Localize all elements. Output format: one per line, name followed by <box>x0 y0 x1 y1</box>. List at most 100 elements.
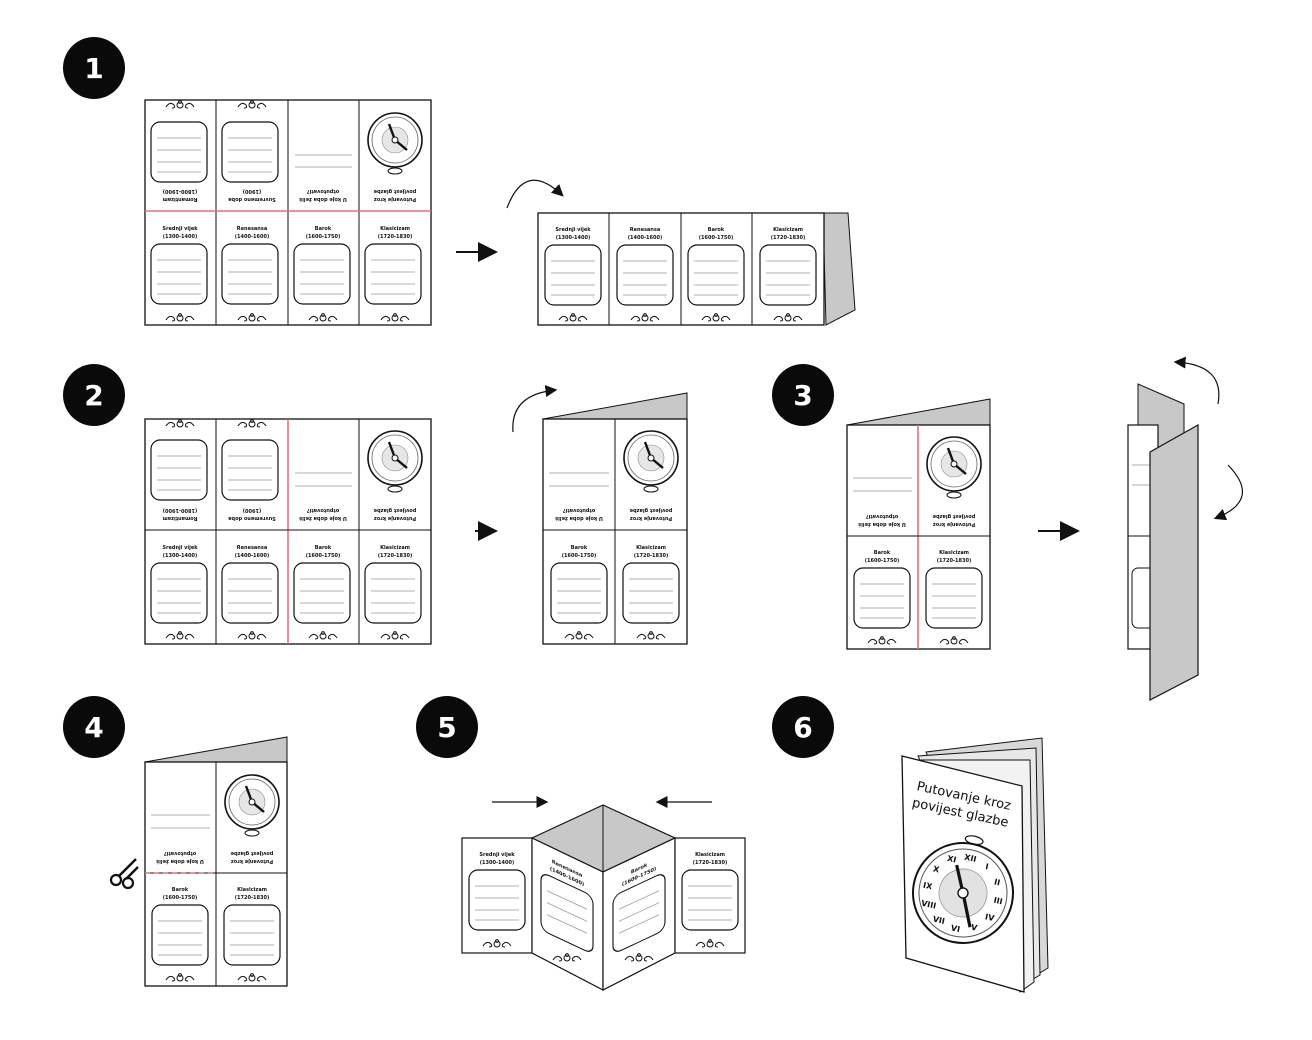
step-number: 4 <box>84 710 104 744</box>
clock-numeral: IX <box>922 881 934 892</box>
panel-label: Barok <box>571 545 588 551</box>
clock-numeral: III <box>993 896 1004 907</box>
panel-label: (1900) <box>243 507 262 513</box>
panel-label: Putovanje kroz <box>374 515 416 521</box>
panel-label: Klasicizam <box>939 550 969 556</box>
fold-arrow <box>512 385 558 433</box>
panel-label: (1720-1830) <box>378 234 412 240</box>
step-number: 5 <box>437 710 457 744</box>
clock-numeral: IV <box>984 912 996 923</box>
step-number: 3 <box>793 378 813 412</box>
panel-label: U koje doba želiš <box>299 196 347 203</box>
panel-label: Barok <box>315 545 332 551</box>
panel-label: (1300-1400) <box>163 553 197 559</box>
step-badge-5: 5 <box>416 696 478 758</box>
panel-label: (1720-1830) <box>937 558 971 564</box>
panel-label: povijest glazbe <box>230 850 273 856</box>
panel-label: Barok <box>708 227 725 233</box>
panel-label: povijest glazbe <box>629 507 672 513</box>
panel-label: Renesansa <box>237 545 267 551</box>
panel-label: U koje doba želiš <box>555 515 603 522</box>
panel-label: (1400-1600) <box>628 235 662 241</box>
panel-label: U koje doba želiš <box>858 521 906 528</box>
clock-numeral: X <box>932 864 941 874</box>
clock-numeral: II <box>993 877 1001 887</box>
step-badge-3: 3 <box>772 364 834 426</box>
panel-label: otputovati? <box>164 850 197 856</box>
panel-label: Putovanje kroz <box>933 521 975 527</box>
clock-numeral: I <box>985 862 990 871</box>
step4-cut-step: U koje doba želiš otputovati? Putovanje … <box>109 736 288 987</box>
panel-label: Klasicizam <box>695 852 725 858</box>
panel-label: (1720-1830) <box>693 860 727 866</box>
clock-numeral: VI <box>950 923 961 934</box>
panel-label: (1800-1900) <box>163 507 197 513</box>
panel-label: otputovati? <box>307 507 340 513</box>
fold-arrow <box>1213 464 1243 521</box>
step-badge-6: 6 <box>772 696 834 758</box>
panel-label: Klasicizam <box>237 887 267 893</box>
panel-label: Barok <box>315 226 332 232</box>
step5-star-booklet: Srednji vijek (1300-1400) Renesansa (140… <box>461 796 746 991</box>
panel-label: (1600-1750) <box>865 558 899 564</box>
panel-label: (1600-1750) <box>306 553 340 559</box>
panel-label: otputovati? <box>563 507 596 513</box>
panel-label: (1600-1750) <box>699 235 733 241</box>
step3-folded-half: U koje doba želiš otputovati? Putovanje … <box>846 398 991 650</box>
panel-label: U koje doba želiš <box>299 515 347 522</box>
panel-label: Klasicizam <box>380 545 410 551</box>
panel-label: (1720-1830) <box>378 553 412 559</box>
panel-label: Putovanje kroz <box>630 515 672 521</box>
panel-label: povijest glazbe <box>373 188 416 194</box>
panel-label: Srednji vijek <box>162 226 198 232</box>
panel-label: (1720-1830) <box>771 235 805 241</box>
panel-label: Barok <box>874 550 891 556</box>
step-number: 2 <box>84 378 104 412</box>
panel-label: U koje doba želiš <box>156 858 204 865</box>
step1-folded-strip: Srednji vijek (1300-1400) Renesansa (140… <box>506 179 856 326</box>
panel-label: (1900) <box>243 188 262 194</box>
panel-label: (1800-1900) <box>163 188 197 194</box>
clock-numeral: V <box>970 923 979 933</box>
panel-label: (1600-1750) <box>163 895 197 901</box>
panel-label: otputovati? <box>866 513 899 519</box>
fold-arrow <box>506 179 564 209</box>
step2-folded-half: U koje doba želiš otputovati? Putovanje … <box>512 385 688 645</box>
panel-label: Renesansa <box>630 227 660 233</box>
scissors-icon <box>109 858 139 890</box>
clock-numeral: VIII <box>920 899 937 911</box>
step-badge-2: 2 <box>63 364 125 426</box>
fold-arrow <box>1173 356 1220 405</box>
panel-label: Romantizam <box>162 196 197 202</box>
panel-label: Klasicizam <box>380 226 410 232</box>
step2-flat-sheet: Romantizam (1800-1900) Suvremeno doba (1… <box>144 418 432 645</box>
panel-label: (1400-1600) <box>235 553 269 559</box>
clock-numeral: XI <box>946 854 957 865</box>
clock-numeral: VII <box>932 915 946 926</box>
panel-label: povijest glazbe <box>373 507 416 513</box>
panel-label: Suvremeno doba <box>228 515 276 521</box>
panel-label: Klasicizam <box>636 545 666 551</box>
step3-zigzag-fold <box>1127 356 1243 701</box>
panel-label: Putovanje kroz <box>374 196 416 202</box>
panel-label: Srednji vijek <box>162 545 198 551</box>
step-number: 1 <box>84 51 104 85</box>
step6-finished-booklet: Putovanje kroz povijest glazbe XIIIIIIII… <box>901 737 1049 993</box>
panel-label: Srednji vijek <box>479 852 515 858</box>
step-badge-4: 4 <box>63 696 125 758</box>
step-badge-1: 1 <box>63 37 125 99</box>
panel-label: Barok <box>172 887 189 893</box>
step1-flat-sheet: Romantizam (1800-1900) Suvremeno doba (1… <box>144 99 432 326</box>
panel-label: (1720-1830) <box>235 895 269 901</box>
panel-label: (1720-1830) <box>634 553 668 559</box>
panel-label: Putovanje kroz <box>231 858 273 864</box>
step-number: 6 <box>793 710 813 744</box>
panel-label: Renesansa <box>237 226 267 232</box>
panel-label: povijest glazbe <box>932 513 975 519</box>
panel-label: (1400-1600) <box>235 234 269 240</box>
panel-label: Suvremeno doba <box>228 196 276 202</box>
